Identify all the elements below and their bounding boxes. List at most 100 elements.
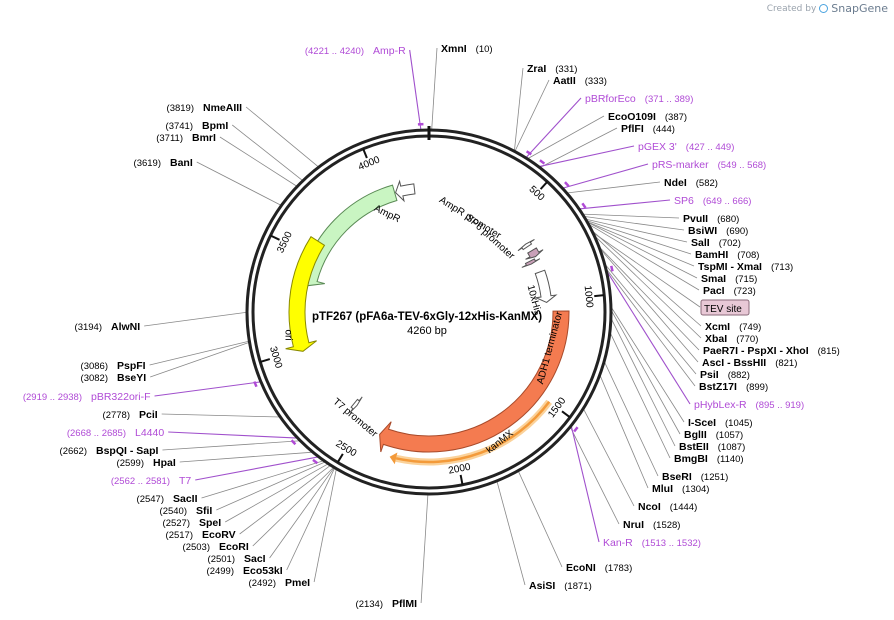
enzyme-nmeaiii[interactable]: NmeAIII(3819): [167, 102, 243, 114]
tick-mark: [336, 453, 344, 463]
tick-mark: [362, 148, 368, 159]
leader-line: [610, 317, 676, 447]
enzyme-pvuii[interactable]: PvuII(680): [683, 213, 739, 225]
feature-sp6-promoter: [517, 238, 535, 252]
enzyme-bamhi[interactable]: BamHI(708): [695, 249, 759, 261]
primer-name: Kan-R: [603, 537, 633, 549]
enzyme-xbai[interactable]: XbaI(770): [705, 333, 758, 345]
enzyme-pmei[interactable]: PmeI(2492): [249, 577, 311, 589]
leader-line: [582, 408, 635, 507]
enzyme-mlui[interactable]: MluI(1304): [652, 483, 709, 495]
enzyme-bstz17i[interactable]: BstZ17I(899): [699, 381, 768, 393]
enzyme-position: (1528): [653, 520, 680, 531]
enzyme-nrui[interactable]: NruI(1528): [623, 519, 680, 531]
enzyme-name: BspQI - SapI: [96, 445, 159, 457]
enzyme-position: (3082): [81, 373, 108, 384]
enzyme-bpmi[interactable]: BpmI(3741): [166, 120, 229, 132]
enzyme-ecorv[interactable]: EcoRV(2517): [166, 529, 236, 541]
enzyme-name: PciI: [139, 409, 158, 421]
enzyme-position: (1444): [670, 502, 697, 513]
enzyme-ndei[interactable]: NdeI(582): [664, 177, 718, 189]
enzyme-smai[interactable]: SmaI(715): [701, 273, 757, 285]
leader-line: [598, 246, 700, 351]
primer-name: pGEX 3': [638, 141, 677, 153]
tick-mark: [594, 294, 605, 298]
leader-line: [149, 340, 250, 366]
primer-position: (1513 .. 1532): [642, 538, 701, 549]
enzyme-pcii[interactable]: PciI(2778): [103, 409, 158, 421]
leader-line: [201, 460, 325, 499]
snapgene-credit: Created by SnapGene: [767, 2, 888, 15]
enzyme-ncoi[interactable]: NcoI(1444): [638, 501, 697, 513]
enzyme-tspmi-xmai[interactable]: TspMI - XmaI(713): [698, 261, 793, 273]
enzyme-eco53ki[interactable]: Eco53kI(2499): [207, 565, 283, 577]
leader-line: [245, 106, 320, 168]
primer-sp6[interactable]: SP6(649 .. 666): [674, 195, 751, 207]
enzyme-bsteii[interactable]: BstEII(1087): [679, 441, 745, 453]
primer-prs-marker[interactable]: pRS-marker(549 .. 568): [652, 159, 766, 171]
enzyme-ecoo109i[interactable]: EcoO109I(387): [608, 111, 687, 123]
enzyme-psii[interactable]: PsiI(882): [700, 369, 750, 381]
enzyme-paci[interactable]: PacI(723): [703, 285, 756, 297]
enzyme-name: ZraI: [527, 63, 546, 75]
primer-position: (895 .. 919): [756, 400, 805, 411]
enzyme-paer7i-pspxi-xhoi[interactable]: PaeR7I - PspXI - XhoI(815): [703, 345, 840, 357]
enzyme-spei[interactable]: SpeI(2527): [163, 517, 222, 529]
tick-label: 3000: [267, 345, 284, 370]
enzyme-bglii[interactable]: BglII(1057): [684, 429, 743, 441]
enzyme-name: BstZ17I: [699, 381, 737, 393]
enzyme-sfii[interactable]: SfiI(2540): [160, 505, 213, 517]
enzyme-hpai[interactable]: HpaI(2599): [117, 457, 176, 469]
enzyme-sacii[interactable]: SacII(2547): [137, 493, 198, 505]
leader-line: [420, 493, 429, 604]
primer-kan-r[interactable]: Kan-R (1513 .. 1532): [603, 537, 701, 549]
enzyme-sali[interactable]: SalI(702): [691, 237, 741, 249]
primer-phyblex-r[interactable]: pHybLex-R(895 .. 919): [694, 399, 804, 411]
enzyme-bseri[interactable]: BseRI(1251): [662, 471, 728, 483]
enzyme-econi[interactable]: EcoNI(1783): [566, 562, 632, 574]
leader-line: [570, 425, 600, 543]
leader-line: [232, 124, 304, 182]
enzyme-xmni[interactable]: XmnI(10): [441, 43, 493, 55]
primer-pgex-3[interactable]: pGEX 3'(427 .. 449): [638, 141, 734, 153]
enzyme-alwni[interactable]: AlwNI(3194): [75, 321, 141, 333]
enzyme-name: EcoO109I: [608, 111, 656, 123]
enzyme-bmgbi[interactable]: BmgBI(1140): [674, 453, 744, 465]
primer-amp-r[interactable]: Amp-R(4221 .. 4240): [305, 45, 406, 57]
enzyme-bani[interactable]: BanI(3619): [134, 157, 193, 169]
enzyme-zrai[interactable]: ZraI(331): [527, 63, 577, 75]
enzyme-position: (582): [696, 178, 718, 189]
enzyme-xcmi[interactable]: XcmI(749): [705, 321, 761, 333]
enzyme-asisi[interactable]: AsiSI(1871): [529, 580, 592, 592]
leader-line: [431, 47, 438, 131]
leader-line: [196, 161, 282, 206]
enzyme-position: (690): [726, 226, 748, 237]
enzyme-name: BstEII: [679, 441, 709, 453]
enzyme-pflmi[interactable]: PflMI(2134): [356, 598, 418, 610]
orf-arrowhead: [389, 452, 398, 465]
enzyme-pspfi[interactable]: PspFI(3086): [81, 360, 146, 372]
primer-l4440[interactable]: L4440(2668 .. 2685): [67, 427, 165, 439]
enzyme-name: BseRI: [662, 471, 692, 483]
primer-t7[interactable]: T7(2562 .. 2581): [111, 475, 192, 487]
primer-pbr322ori-f[interactable]: pBR322ori-F(2919 .. 2938): [23, 391, 151, 403]
enzyme-position: (2134): [356, 599, 383, 610]
tick-mark: [561, 410, 571, 419]
enzyme-position: (1871): [564, 581, 591, 592]
enzyme-asci-bsshii[interactable]: AscI - BssHII(821): [702, 357, 797, 369]
enzyme-name: XbaI: [705, 333, 727, 345]
enzyme-ecori[interactable]: EcoRI(2503): [183, 541, 249, 553]
enzyme-bmri[interactable]: BmrI(3711): [156, 132, 216, 144]
enzyme-i-scei[interactable]: I-SceI(1045): [688, 417, 752, 429]
enzyme-saci[interactable]: SacI(2501): [208, 553, 266, 565]
primer-pbrforeco[interactable]: pBRforEco(371 .. 389): [585, 93, 693, 105]
enzyme-bseyi[interactable]: BseYI(3082): [81, 372, 147, 384]
leader-line: [603, 361, 659, 477]
enzyme-aatii[interactable]: AatII(333): [553, 75, 607, 87]
enzyme-bspqi-sapi[interactable]: BspQI - SapI(2662): [60, 445, 159, 457]
primer-position: (549 .. 568): [718, 160, 767, 171]
enzyme-bsiwi[interactable]: BsiWI(690): [688, 225, 748, 237]
tick-mark: [259, 358, 271, 363]
enzyme-pflfi[interactable]: PflFI(444): [621, 123, 675, 135]
tev-site-label[interactable]: TEV site: [700, 299, 750, 316]
